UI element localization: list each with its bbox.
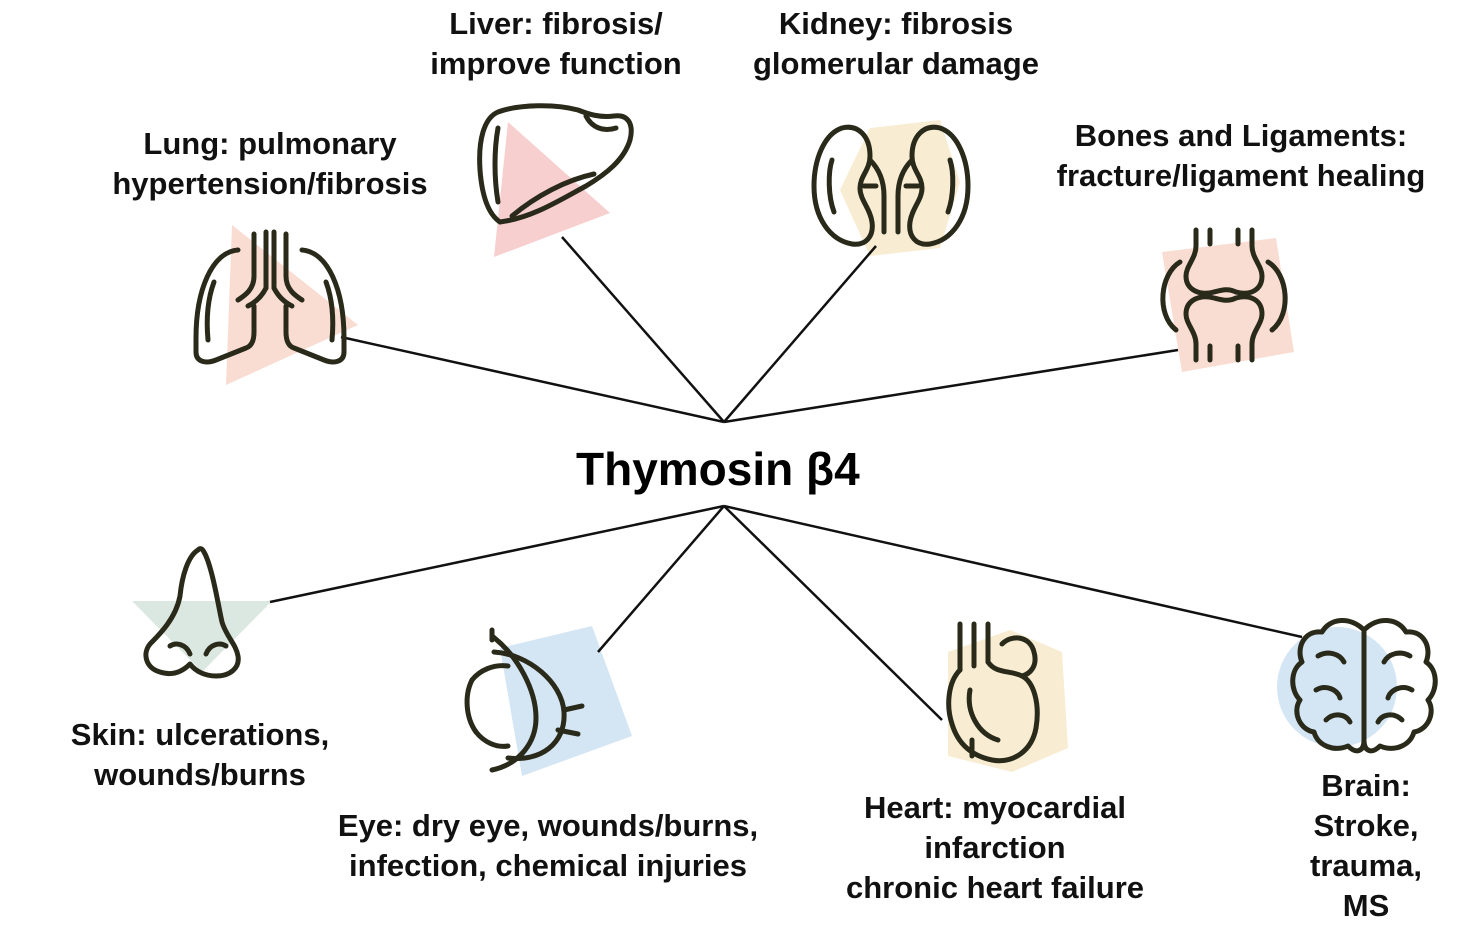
brain-label-line: MS [1342, 888, 1390, 923]
brain-label-line: trauma, [1310, 848, 1422, 883]
kidney-label-line: glomerular damage [753, 46, 1039, 81]
bones-label-line: Bones and Ligaments: [1074, 118, 1408, 153]
lung-label: Lung: pulmonary hypertension/fibrosis [96, 124, 444, 204]
brain-label-line: Stroke, [1313, 808, 1419, 843]
lung-label-line: Lung: pulmonary [143, 126, 397, 161]
heart-icon [946, 621, 1040, 764]
heart-tint [948, 630, 1068, 772]
liver-label-line: improve function [430, 46, 682, 81]
skin-tint [132, 601, 272, 672]
eye-label-line: infection, chemical injuries [349, 848, 747, 883]
connector-kidney [723, 245, 877, 423]
brain-label-line: Brain: [1321, 768, 1411, 803]
heart-label-line: infarction [924, 830, 1066, 865]
skin-label-line: wounds/burns [94, 757, 306, 792]
connector-eye [597, 505, 725, 653]
kidney-label: Kidney: fibrosis glomerular damage [730, 4, 1062, 84]
heart-label-line: chronic heart failure [845, 870, 1145, 905]
nose-icon [143, 546, 241, 679]
connector-bones [723, 348, 1179, 424]
kidney-label-line: Kidney: fibrosis [778, 6, 1014, 41]
skin-label: Skin: ulcerations, wounds/burns [52, 715, 348, 795]
connector-brain [723, 504, 1303, 639]
connector-skin [269, 504, 725, 604]
lung-icon [193, 229, 347, 365]
brain-label: Brain: Stroke, trauma, MS [1296, 766, 1436, 926]
joint-icon [1160, 227, 1288, 363]
heart-label: Heart: myocardial infarction chronic hea… [830, 788, 1160, 908]
eye-label-line: Eye: dry eye, wounds/burns, [337, 808, 759, 843]
brain-icon [1290, 618, 1438, 754]
connector-lung [340, 335, 725, 424]
eye-label: Eye: dry eye, wounds/burns, infection, c… [312, 806, 784, 886]
brain-tint [1277, 627, 1397, 747]
liver-label-line: Liver: fibrosis/ [449, 6, 663, 41]
connector-heart [723, 505, 943, 721]
connector-liver [561, 236, 725, 423]
bones-label-line: fracture/ligament healing [1056, 158, 1426, 193]
bones-tint [1162, 238, 1294, 372]
lung-label-line: hypertension/fibrosis [112, 166, 428, 201]
center-title: Thymosin β4 [576, 443, 860, 495]
liver-icon [477, 103, 634, 225]
skin-label-line: Skin: ulcerations, [70, 717, 330, 752]
liver-label: Liver: fibrosis/ improve function [406, 4, 706, 84]
heart-label-line: Heart: myocardial [864, 790, 1126, 825]
eye-icon [464, 627, 585, 773]
bones-label: Bones and Ligaments: fracture/ligament h… [1036, 116, 1446, 196]
kidney-icon [811, 124, 971, 247]
